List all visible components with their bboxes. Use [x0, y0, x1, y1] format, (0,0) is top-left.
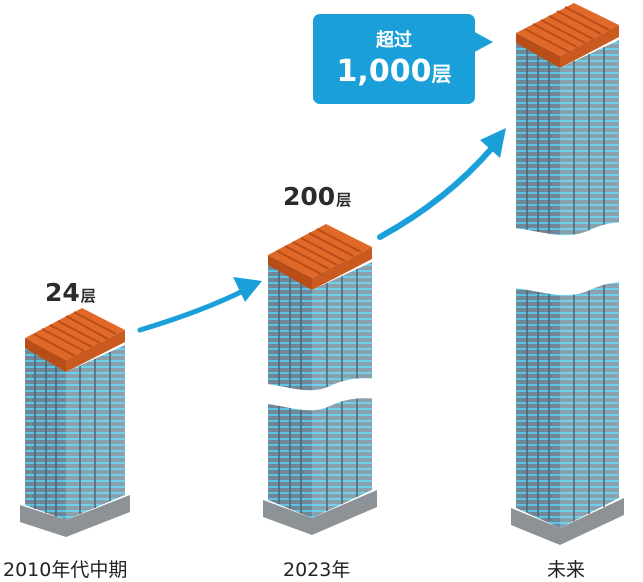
- floor-count-2023: 200层: [283, 182, 351, 211]
- floor-count-number: 24: [45, 278, 80, 307]
- caption-2010s: 2010年代中期: [3, 559, 128, 581]
- callout-prefix: 超过: [376, 30, 412, 51]
- roof-top: [25, 308, 125, 360]
- future-callout: 超过 1,000层: [313, 14, 475, 104]
- building-2023: [240, 224, 388, 535]
- floor-count-unit: 层: [80, 287, 96, 305]
- floor-count-unit: 层: [336, 191, 352, 209]
- floor-count-2010s: 24层: [45, 278, 96, 307]
- callout-tail: [471, 30, 493, 54]
- building-future: [486, 3, 643, 545]
- caption-future: 未来: [547, 559, 586, 581]
- column-lines: [34, 352, 111, 517]
- building-base: [20, 495, 130, 537]
- roof-top: [268, 224, 372, 278]
- caption-2023: 2023年: [283, 559, 351, 581]
- roof-side: [268, 255, 312, 290]
- roof-front: [312, 247, 372, 290]
- arrow-head-1: [233, 277, 262, 302]
- building-base: [511, 498, 624, 545]
- growth-arrow-2: [377, 145, 495, 240]
- arrow-head-2: [480, 128, 506, 158]
- growth-arrow-1: [137, 287, 248, 333]
- callout-unit: 层: [431, 62, 452, 86]
- building-base: [263, 490, 377, 535]
- roof-slats: [33, 311, 117, 357]
- callout-number: 1,000: [336, 54, 432, 89]
- roof-front: [66, 330, 125, 372]
- roof-top: [516, 3, 619, 56]
- height-break: [240, 378, 388, 411]
- roof-side: [516, 33, 560, 68]
- roof-front: [560, 25, 619, 68]
- building-2010s: [20, 308, 130, 537]
- roof-slats: [276, 228, 362, 275]
- height-break: [486, 222, 643, 296]
- roof-side: [25, 338, 66, 372]
- roof-slats: [524, 6, 610, 53]
- callout-value: 1,000层: [313, 54, 475, 89]
- floor-count-number: 200: [283, 182, 336, 211]
